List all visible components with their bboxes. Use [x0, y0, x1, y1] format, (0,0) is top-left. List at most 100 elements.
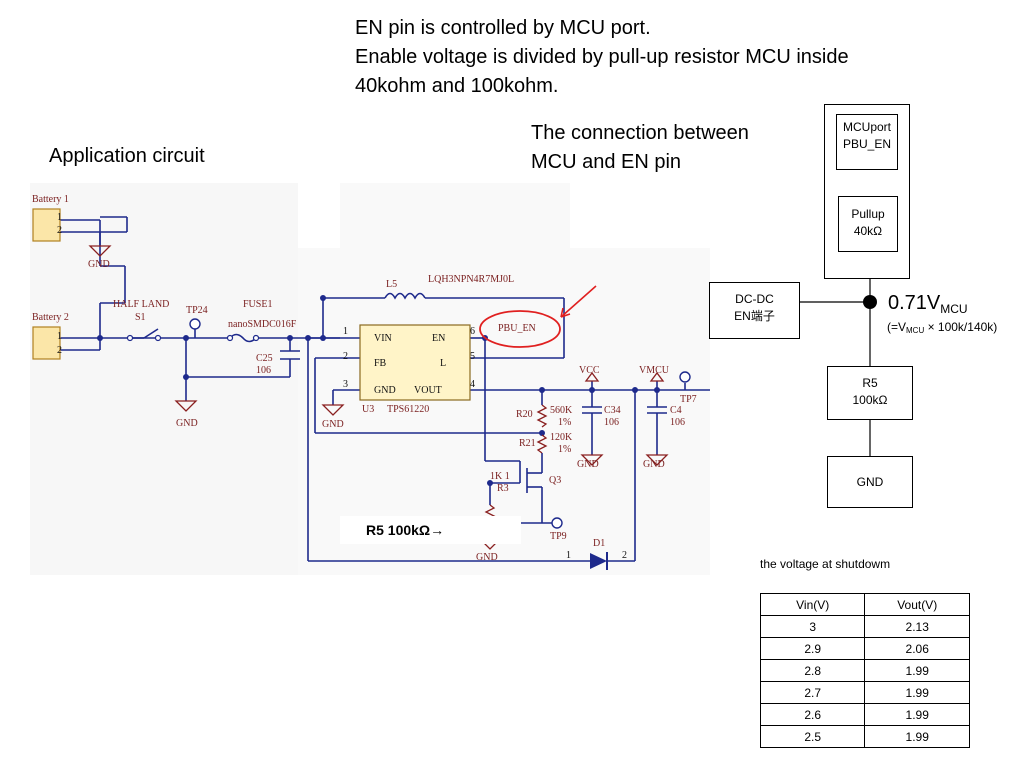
formula-prefix: (=V — [887, 320, 907, 334]
r5-box: R5 100kΩ — [827, 366, 913, 420]
pin-num-3: 3 — [343, 379, 348, 390]
node-voltage-value: 0.71V — [888, 292, 941, 314]
connection-title-line-1: The connection between — [531, 122, 749, 144]
pin-gnd-label: GND — [374, 385, 396, 396]
tp7-label: TP7 — [680, 394, 697, 405]
mcu-port-box: MCUport PBU_EN — [836, 114, 898, 170]
application-title: Application circuit — [49, 145, 205, 167]
fuse-part-label: nanoSMDC016F — [228, 319, 297, 330]
table-cell-vin: 2.5 — [759, 725, 866, 748]
c34-value: 106 — [604, 417, 619, 428]
mcu-port-line-2: PBU_EN — [842, 137, 892, 151]
battery2-pin1: 1 — [57, 331, 62, 342]
battery2-label: Battery 2 — [32, 312, 69, 323]
l5-part-label: LQH3NPN4R7MJ0L — [428, 274, 515, 285]
u3-label: U3 — [362, 404, 375, 415]
gnd-label-6: GND — [476, 552, 498, 563]
description-text: EN pin is controlled by MCU port. Enable… — [355, 14, 849, 101]
table-cell-vin: 2.7 — [759, 681, 866, 704]
connection-title-line-2: MCU and EN pin — [531, 151, 682, 173]
description-line-1: EN pin is controlled by MCU port. — [355, 17, 651, 39]
pin-vout-label: VOUT — [414, 385, 442, 396]
table-cell-vout: 1.99 — [864, 725, 970, 748]
node-voltage-label: 0.71VMCU — [888, 292, 968, 316]
d1-pin2: 2 — [622, 550, 627, 561]
connection-title: The connection between MCU and EN pin — [531, 119, 749, 177]
table-header-row: Vin(V) Vout(V) — [759, 593, 970, 616]
pin-num-1: 1 — [343, 326, 348, 337]
dcdc-line-2: EN端子 — [734, 309, 775, 323]
r5-line-1: R5 — [862, 376, 878, 390]
gnd-box-label: GND — [856, 475, 884, 489]
table-cell-vin: 2.6 — [759, 703, 866, 726]
r21-value: 120K — [550, 432, 573, 443]
voltage-node-dot — [863, 295, 877, 309]
c4-label: C4 — [670, 405, 682, 416]
r20-value: 560K — [550, 405, 573, 416]
table-cell-vout: 1.99 — [864, 703, 970, 726]
table-cell-vin: 2.9 — [759, 637, 866, 660]
gnd-box: GND — [827, 456, 913, 508]
q3-label: Q3 — [549, 475, 562, 486]
r3-value: 1K 1 — [490, 471, 510, 482]
table-cell-vout: 2.13 — [864, 615, 970, 638]
pbu-en-label: PBU_EN — [498, 323, 536, 334]
gnd-label-4: GND — [577, 459, 599, 470]
r5-line-2: 100kΩ — [852, 393, 888, 407]
formula-suffix: × 100k/140k) — [924, 320, 998, 334]
pin-l-label: L — [440, 358, 447, 369]
battery1-pin2: 2 — [57, 225, 62, 236]
c25-value: 106 — [256, 365, 271, 376]
pin-en-label: EN — [432, 333, 446, 344]
d1-label: D1 — [593, 538, 606, 549]
c4-value: 106 — [670, 417, 685, 428]
gnd-label-2: GND — [176, 418, 198, 429]
table-cell-vin: 3 — [759, 615, 866, 638]
pin-num-2: 2 — [343, 351, 348, 362]
r20-tolerance: 1% — [558, 417, 572, 428]
pin-vin-label: VIN — [374, 333, 392, 344]
battery2-pin2: 2 — [57, 345, 62, 356]
r21-label: R21 — [519, 438, 536, 449]
node-voltage-subscript: MCU — [940, 302, 968, 316]
c25-label: C25 — [256, 353, 273, 364]
d1-pin1: 1 — [566, 550, 571, 561]
pin-fb-label: FB — [374, 358, 387, 369]
battery1-label: Battery 1 — [32, 194, 69, 205]
gnd-label-5: GND — [643, 459, 665, 470]
vcc-label: VCC — [579, 365, 600, 376]
pullup-line-2: 40kΩ — [853, 224, 883, 238]
c34-label: C34 — [604, 405, 621, 416]
table-caption: the voltage at shutdowm — [760, 557, 891, 571]
r5-callout-label: R5 100kΩ→ — [340, 516, 521, 544]
battery1-pin1: 1 — [57, 212, 62, 223]
table-cell-vout: 1.99 — [864, 681, 970, 704]
table-header-vout: Vout(V) — [864, 593, 970, 616]
table-header-vin: Vin(V) — [759, 593, 866, 616]
description-line-2: Enable voltage is divided by pull-up res… — [355, 46, 849, 68]
vmcu-label: VMCU — [639, 365, 670, 376]
table-cell-vin: 2.8 — [759, 659, 866, 682]
dcdc-box: DC-DC EN端子 — [709, 282, 800, 339]
pin-num-6: 6 — [470, 326, 475, 337]
mcu-port-line-1: MCUport — [842, 120, 891, 134]
pin-num-4: 4 — [470, 379, 475, 390]
pullup-line-1: Pullup — [851, 207, 885, 221]
l5-label: L5 — [386, 279, 398, 290]
u3-part-label: TPS61220 — [387, 404, 430, 415]
r20-label: R20 — [516, 409, 533, 420]
pin-num-5: 5 — [470, 351, 475, 362]
switch-s1-label: S1 — [135, 312, 146, 323]
description-line-3: 40kohm and 100kohm. — [355, 75, 559, 97]
dcdc-line-1: DC-DC — [735, 292, 774, 306]
application-schematic: Battery 1 1 2 GND Battery 2 1 2 HALF LAN… — [30, 183, 710, 575]
table-cell-vout: 1.99 — [864, 659, 970, 682]
gnd-label-1: GND — [88, 259, 110, 270]
gnd-label-3: GND — [322, 419, 344, 430]
